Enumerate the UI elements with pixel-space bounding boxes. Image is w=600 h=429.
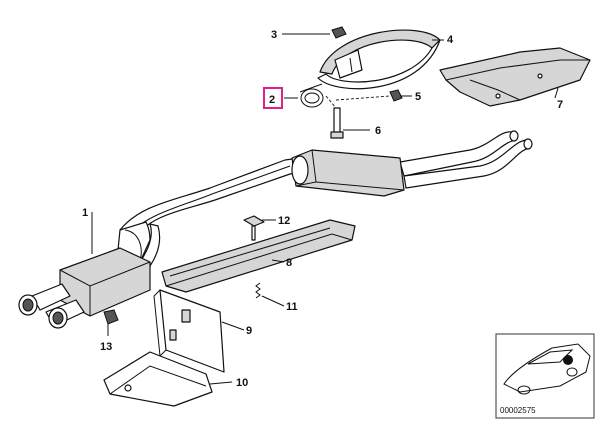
callout-2: 2 [263, 87, 283, 109]
callout-9: 9 [246, 325, 252, 337]
bolt-6 [330, 107, 344, 139]
car-silhouette [503, 343, 591, 395]
callout-10: 10 [236, 377, 248, 389]
bottom-plate [103, 351, 213, 407]
nut-13 [103, 309, 119, 325]
heat-shield [439, 47, 591, 107]
pipe-clamp [317, 29, 441, 90]
svg-text:9: 9 [246, 325, 252, 337]
washer-12 [243, 215, 265, 241]
svg-text:2: 2 [269, 94, 275, 106]
inset-code: 00002575 [500, 406, 536, 415]
svg-text:13: 13 [100, 341, 112, 353]
svg-text:10: 10 [236, 377, 248, 389]
svg-text:11: 11 [286, 301, 298, 313]
svg-text:1: 1 [82, 207, 88, 219]
callout-3: 3 [271, 29, 277, 41]
svg-text:4: 4 [447, 34, 454, 46]
callout-11: 11 [286, 301, 298, 313]
leader-lines [91, 33, 559, 385]
highlight-box [263, 87, 283, 109]
svg-text:7: 7 [557, 99, 563, 111]
hanger-bracket [153, 289, 225, 373]
callout-12: 12 [278, 215, 290, 227]
svg-text:8: 8 [286, 257, 292, 269]
svg-text:6: 6 [375, 125, 381, 137]
nut-5 [389, 89, 403, 102]
callout-13: 13 [100, 341, 112, 353]
screw-11 [255, 282, 261, 299]
vehicle-inset: 00002575 [495, 333, 595, 419]
svg-text:3: 3 [271, 29, 277, 41]
mounting-rail [161, 219, 356, 293]
callout-6: 6 [375, 125, 381, 137]
svg-text:5: 5 [415, 91, 421, 103]
callout-8: 8 [286, 257, 292, 269]
rear-muffler [18, 247, 151, 329]
nut-3 [331, 26, 347, 39]
callout-4: 4 [447, 34, 454, 46]
center-muffler [291, 149, 405, 197]
callout-7: 7 [557, 99, 563, 111]
callout-1: 1 [82, 207, 88, 219]
spring-clip-2 [299, 83, 324, 108]
svg-text:12: 12 [278, 215, 290, 227]
callout-5: 5 [415, 91, 421, 103]
